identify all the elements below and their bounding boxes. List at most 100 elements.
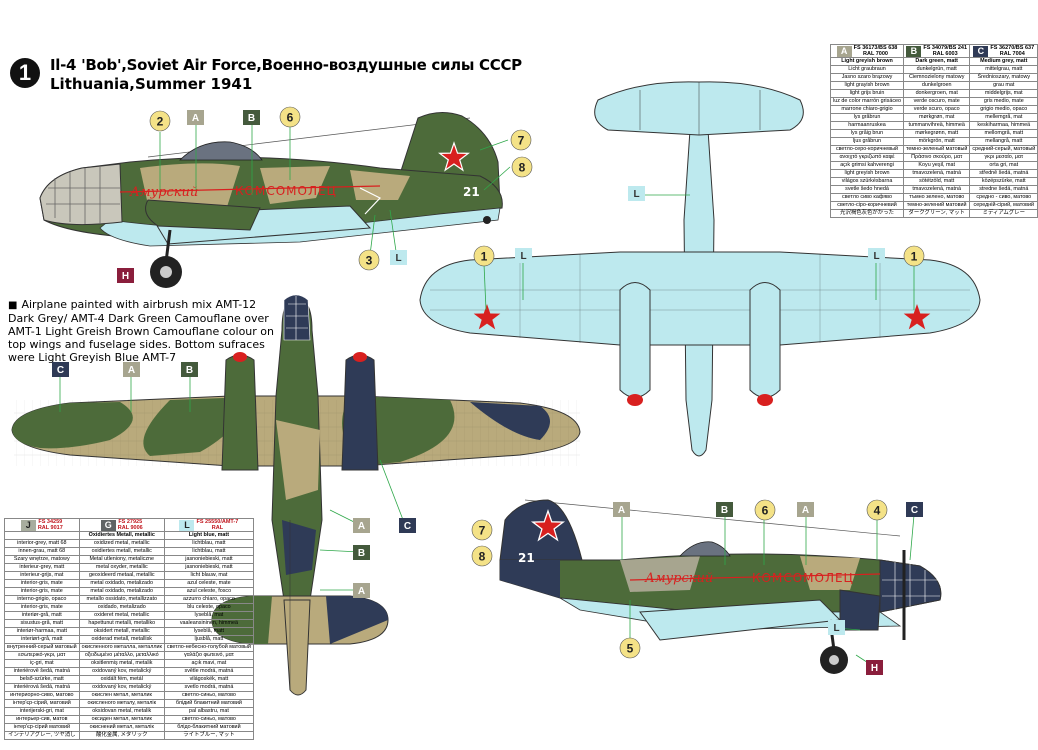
table-cell: azul celeste, mate (163, 579, 254, 588)
color-chip: G (100, 519, 116, 531)
table-cell: oxidált fém, metál (78, 675, 165, 684)
table-cell: светло сиво кафяво (829, 193, 905, 202)
table-cell: interieur-grijs, mat (4, 571, 80, 580)
table-cell: середній-сірий, матовий (969, 201, 1038, 210)
table-cell: középszürke, matt (969, 177, 1038, 186)
table-cell: інтер'єр-сірий матовий (4, 723, 80, 732)
table-cell: 酸化金属, メタリック (78, 731, 165, 740)
callout-C: C (911, 505, 918, 516)
table-cell: interiørt-grå, matt (4, 635, 80, 644)
table-cell: svetlo modrá, matná (163, 683, 254, 692)
top-view-engine-right (341, 354, 379, 471)
callout-7: 7 (518, 134, 525, 148)
paint-name: Dark green, matt (903, 57, 971, 66)
table-cell: világos szürkésbarna (829, 177, 905, 186)
top-view-engine-left (221, 354, 259, 471)
table-cell: блідий блакитний матовий (163, 699, 254, 708)
table-cell: oxidovaný kov, metalický (78, 683, 165, 692)
title-line-2: Lithuania,Summer 1941 (50, 75, 253, 93)
table-cell: средний-серый, матовый (969, 145, 1038, 154)
table-cell: interior-grey, matt 68 (4, 539, 80, 548)
table-cell: metal oxidado, metalizado (78, 587, 165, 596)
table-cell: средно - сиво, матово (969, 193, 1038, 202)
callout-L: L (520, 251, 526, 262)
table-cell: インテリアグレー, ツヤ消し (4, 731, 80, 740)
table-cell: stredne šedá, matná (969, 185, 1038, 194)
paint-name (4, 531, 80, 540)
table-cell: светло-синьо, матово (163, 715, 254, 724)
table-cell: окисленого металу, металік (78, 699, 165, 708)
table-cell: interieur-grey, matt (4, 563, 80, 572)
table-cell: светло-небесно-голубой матовый (163, 643, 254, 652)
table-cell: окислен метал, металик (78, 691, 165, 700)
table-cell: mörkgrön, matt (903, 137, 971, 146)
table-cell: világoskék, matt (163, 675, 254, 684)
callout-6: 6 (287, 111, 294, 125)
paint-name: Oxidiertes Metall, metallic (78, 531, 165, 540)
table-cell: gris medio, mate (969, 97, 1038, 106)
paint-code-ral: RAL 9017 (37, 525, 63, 531)
table-cell: εσωτερικό-γκρι, ματ (4, 651, 80, 660)
table-cell: orta gri, mat (969, 161, 1038, 170)
callout-A: A (358, 521, 365, 532)
callout-L: L (873, 251, 879, 262)
table-cell: Licht graubraun (829, 65, 905, 74)
table-cell: interiérová šedá, matná (4, 683, 80, 692)
callout-1: 1 (481, 250, 488, 264)
left-profile-slogan: КОМСОМОЛЕЦ (235, 184, 337, 198)
paint-code-ral: RAL 6003 (932, 51, 958, 57)
table-cell: oxidiertes metall, metallic (78, 547, 165, 556)
color-chip: J (20, 519, 36, 531)
table-cell: Ciemnozielony matowy (903, 73, 971, 82)
paint-code-ral: RAL 7004 (999, 51, 1025, 57)
top-plan-view (11, 294, 581, 696)
table-cell: vaaleansininen, himmeä (163, 619, 254, 628)
table-cell: Jasno szaro brązowy (829, 73, 905, 82)
table-cell: oxidovaný kov, metalický (78, 667, 165, 676)
paint-name: Medium grey, matt (969, 57, 1038, 66)
table-cell: ljusblå, matt (163, 635, 254, 644)
table-cell: oksitlenmiş metal, metalik (78, 659, 165, 668)
table-cell: oksidovan metal, metalik (78, 707, 165, 716)
right-side-profile: 21 Амурский КОМСОМОЛЕЦ (499, 499, 942, 674)
color-chip: B (906, 45, 922, 57)
table-cell: pal albastru, mat (163, 707, 254, 716)
callouts: A B L H L L L C A B A C B A A B A C L H (52, 110, 923, 675)
table-cell: lichtblau, matt (163, 539, 254, 548)
table-cell: γκρι μεσαίο, ματ (969, 153, 1038, 162)
table-row: インテリアグレー, ツヤ消し酸化金属, メタリックライトブルー, マット (4, 731, 254, 740)
paint-code-ral: RAL (211, 525, 224, 531)
aircraft-drawings: Амурский КОМСОМОЛЕЦ 21 (11, 81, 981, 696)
table-row: 光沢褐色灰色がかったダークグリーン, マットミディアムグレー (829, 209, 1038, 218)
callout-B: B (358, 548, 365, 559)
table-cell: lys gråbrun (829, 113, 905, 122)
table-cell: блідо-блакитний матовий (163, 723, 254, 732)
callout-L: L (395, 253, 401, 264)
table-cell: açık grimsi kahverengi (829, 161, 905, 170)
table-cell: tmavozelená, matná (903, 185, 971, 194)
callout-A: A (192, 113, 199, 124)
table-cell: interiérově šedá, matná (4, 667, 80, 676)
color-chip: L (179, 519, 195, 531)
table-cell: svetle šedo hnedá (829, 185, 905, 194)
table-cell: azzurro chiaro, opaco (163, 595, 254, 604)
